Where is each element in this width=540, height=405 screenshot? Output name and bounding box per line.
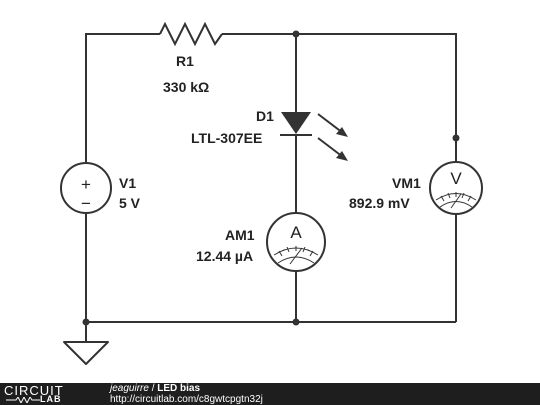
footer-attribution: jeaguirre / LED bias [110,383,263,394]
resistor-r1[interactable] [159,21,223,47]
led-d1[interactable] [280,112,312,136]
r1-name-label: R1 [176,53,194,69]
light-emission-arrows-icon [317,113,348,161]
ammeter-symbol: A [290,223,302,242]
v1-value-label: 5 V [119,195,141,211]
footer-bar: CIRCUIT LAB jeaguirre / LED bias http://… [0,383,540,405]
meter-scale-icon [273,246,319,265]
logo-resistor-icon [6,397,40,403]
junction-dot [452,134,460,142]
v1-name-label: V1 [119,175,136,191]
logo-wordmark-bottom: LAB [40,394,62,404]
vm1-reading-label: 892.9 mV [349,195,410,211]
voltmeter-vm1[interactable]: V [429,161,483,215]
ground-icon [63,341,109,365]
circuit-schematic: R1 330 kΩ D1 LTL-307EE + − V1 5 V A [60,21,483,365]
d1-name-label: D1 [256,108,274,124]
circuit-url-link[interactable]: http://circuitlab.com/c8gwtcpgtn32j [110,394,263,405]
voltmeter-symbol: V [450,169,462,188]
junction-dot [292,30,300,38]
am1-name-label: AM1 [225,227,255,243]
meter-scale-icon [435,192,477,209]
circuit-title: LED bias [157,383,201,394]
vm1-name-label: VM1 [392,175,421,191]
am1-reading-label: 12.44 µA [196,248,253,264]
junction-dot [82,318,90,326]
plus-sign-icon: + [81,175,91,194]
voltage-source-v1[interactable]: + − [60,162,112,214]
ammeter-am1[interactable]: A [266,212,326,272]
circuitlab-logo[interactable]: CIRCUIT LAB [4,383,104,404]
footer-text: jeaguirre / LED bias http://circuitlab.c… [110,383,263,405]
wires [85,33,457,342]
author-link[interactable]: jeaguirre [110,383,149,394]
junction-dot [292,318,300,326]
minus-sign-icon: − [81,194,91,213]
r1-value-label: 330 kΩ [163,79,209,95]
d1-part-label: LTL-307EE [191,130,262,146]
footer-separator: / [148,383,158,394]
logo-wordmark-top: CIRCUIT [4,383,64,398]
